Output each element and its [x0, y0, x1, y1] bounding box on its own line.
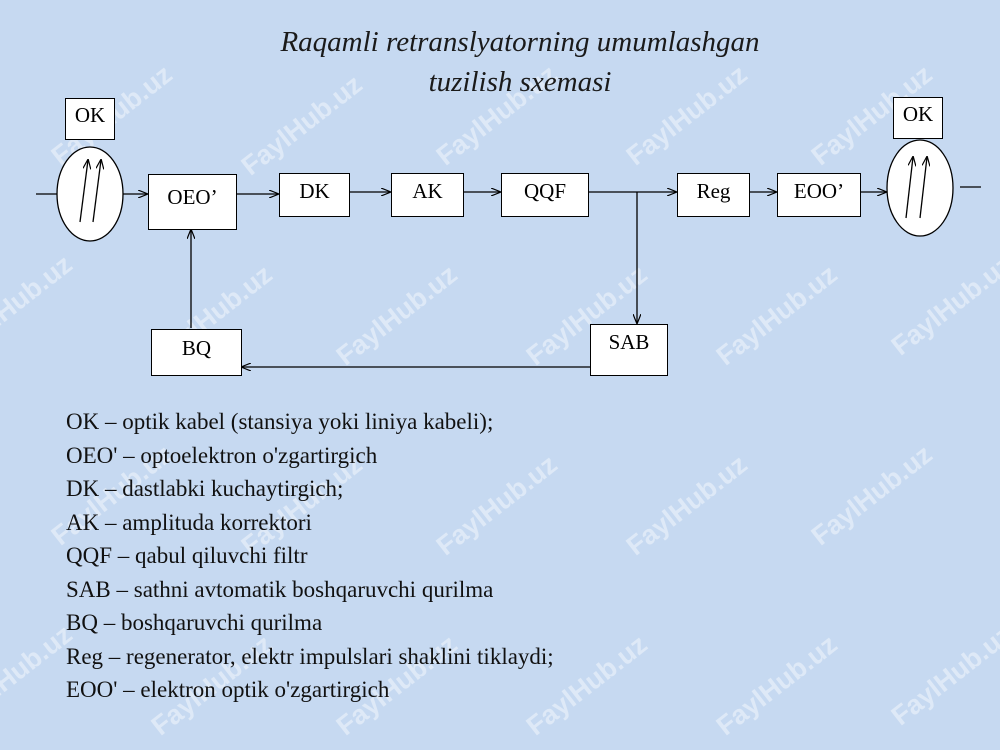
- bq-block: BQ: [151, 329, 242, 376]
- legend-item: AK – amplituda korrektori: [66, 509, 312, 535]
- legend-item: SAB – sathni avtomatik boshqaruvchi quri…: [66, 576, 494, 602]
- title-line-2: tuzilish sxemasi: [428, 66, 612, 98]
- legend-item: BQ – boshqaruvchi qurilma: [66, 610, 323, 635]
- sab-block: SAB: [590, 324, 668, 376]
- reg-block: Reg: [677, 173, 750, 217]
- ok-right-block: OK: [893, 97, 943, 139]
- ok-left-block: OK: [65, 98, 115, 140]
- title-line-1: Raqamli retranslyatorning umumlashgan: [280, 26, 760, 58]
- ak-block: AK: [391, 173, 464, 217]
- left-cable-ellipse: [56, 146, 124, 242]
- right-cable-ellipse: [886, 139, 954, 237]
- legend-item: OK – optik kabel (stansiya yoki liniya k…: [66, 409, 494, 434]
- oeo-block: OEO’: [148, 174, 237, 230]
- dk-block: DK: [279, 173, 350, 217]
- eoo-block: EOO’: [777, 173, 861, 217]
- legend-item: EOO' – elektron optik o'zgartirgich: [66, 677, 390, 702]
- diagram-title: Raqamli retranslyatorning umumlashgan tu…: [200, 22, 840, 102]
- legend-item: DK – dastlabki kuchaytirgich;: [66, 476, 344, 501]
- qqf-block: QQF: [501, 173, 589, 217]
- legend-item: Reg – regenerator, elektr impulslari sha…: [66, 643, 554, 669]
- legend: OK – optik kabel (stansiya yoki liniya k…: [66, 405, 554, 707]
- legend-item: QQF – qabul qiluvchi filtr: [66, 543, 308, 568]
- legend-item: OEO' – optoelektron o'zgartirgich: [66, 442, 378, 468]
